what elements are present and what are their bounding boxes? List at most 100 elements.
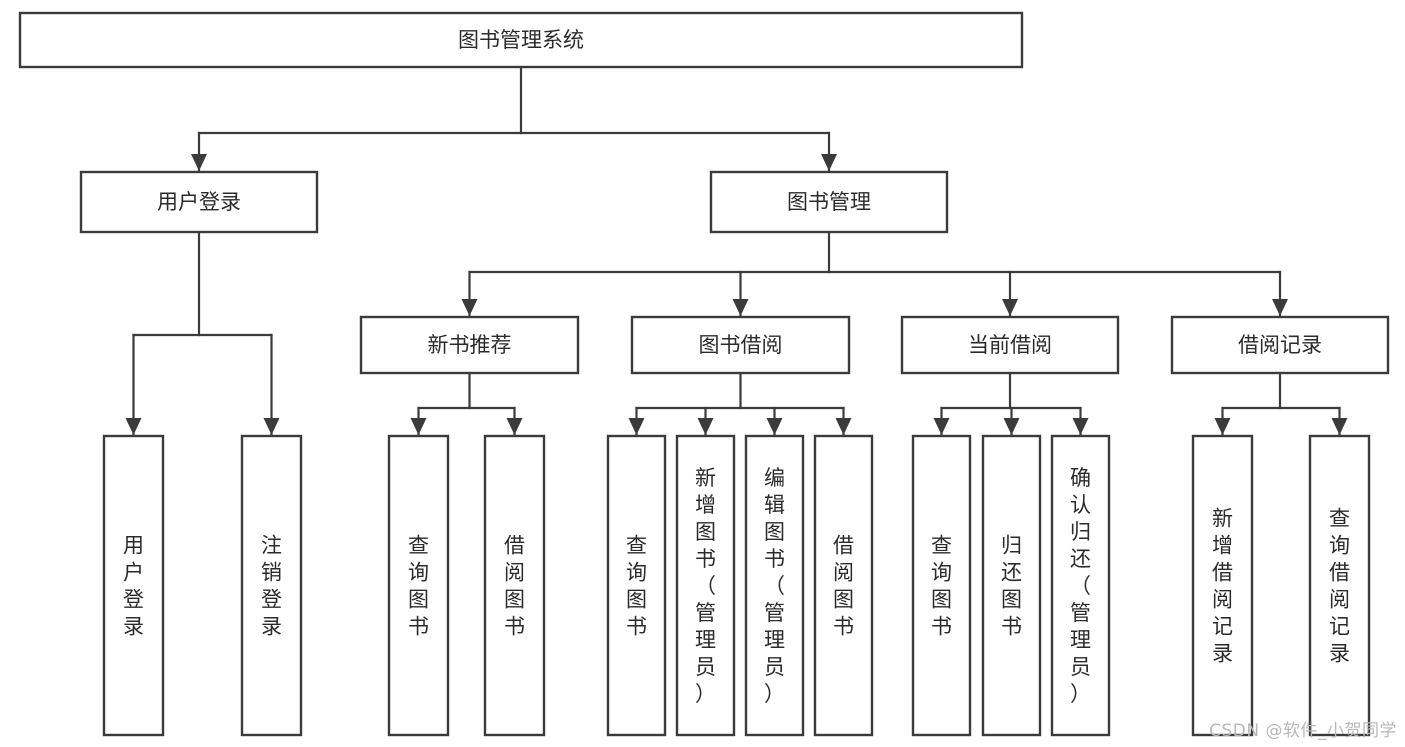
arrow-head-icon <box>1272 299 1288 316</box>
node-label-char: 认 <box>1070 493 1091 517</box>
node-label-char: ） <box>695 682 716 706</box>
node-box <box>240 434 303 737</box>
arrow-head-icon <box>125 418 142 435</box>
node-box <box>744 434 805 737</box>
arrow-head-icon <box>191 154 207 171</box>
node-label-char: 录 <box>1329 642 1350 666</box>
node-layer: 图书管理系统用户登录图书管理新书推荐图书借阅当前借阅借阅记录用户登录注销登录查询… <box>18 11 1390 737</box>
node-root[interactable]: 图书管理系统 <box>18 11 1024 69</box>
node-label-char: 图 <box>695 520 716 544</box>
node-box <box>813 434 874 737</box>
node-label-char: 询 <box>408 561 429 585</box>
node-label: 图书管理 <box>787 190 871 214</box>
connector-layer <box>125 65 1348 437</box>
node-box <box>483 434 546 737</box>
node-label-char: 管 <box>1070 601 1091 625</box>
node-borrow-record[interactable]: 借阅记录 <box>1170 315 1390 375</box>
csdn-watermark: CSDN @软件_小贺同学 <box>1209 721 1397 741</box>
node-box <box>79 170 319 234</box>
arrow-head-icon <box>506 418 523 435</box>
node-label-char: 图 <box>764 520 785 544</box>
node-label-char: 销 <box>261 561 282 585</box>
node-box <box>18 11 1024 69</box>
node-new-book-recommend[interactable]: 新书推荐 <box>359 315 580 375</box>
node-label-char: 归 <box>1001 534 1022 558</box>
node-label-char: ） <box>764 682 785 706</box>
node-book-borrow[interactable]: 图书借阅 <box>630 315 851 375</box>
node-current-borrow[interactable]: 当前借阅 <box>900 315 1120 375</box>
node-box <box>911 434 972 737</box>
node-label-char: 理 <box>695 628 716 652</box>
node-box <box>709 170 949 234</box>
arrow-head-icon <box>697 418 714 435</box>
node-label-char: 图 <box>1001 588 1022 612</box>
node-label-char: 书 <box>626 615 647 639</box>
node-label: 新书推荐 <box>428 333 512 357</box>
node-label-char: 书 <box>408 615 429 639</box>
node-label-char: 辑 <box>764 493 785 517</box>
node-label-char: 增 <box>695 493 716 517</box>
node-label: 图书管理系统 <box>458 28 584 52</box>
node-label-char: 注 <box>261 534 282 558</box>
node-label-char: 员 <box>764 655 785 679</box>
arrow-head-icon <box>933 418 950 435</box>
node-label-char: 户 <box>123 561 144 585</box>
arrow-head-icon <box>766 418 783 435</box>
node-user-login[interactable]: 用户登录 <box>79 170 319 234</box>
node-label-char: 确 <box>1070 466 1091 490</box>
node-box <box>1050 434 1111 737</box>
node-label-char: 增 <box>1212 534 1233 558</box>
node-box <box>981 434 1042 737</box>
arrow-head-icon <box>1331 418 1348 435</box>
node-label-char: 新 <box>1212 507 1233 531</box>
node-label-char: 录 <box>261 615 282 639</box>
arrow-head-icon <box>1072 418 1089 435</box>
node-box <box>1170 315 1390 375</box>
node-label: 图书借阅 <box>699 333 783 357</box>
node-label-char: ） <box>1070 682 1091 706</box>
node-label-char: （ <box>695 574 716 598</box>
arrow-head-icon <box>1214 418 1231 435</box>
node-book-manage[interactable]: 图书管理 <box>709 170 949 234</box>
node-label-char: 阅 <box>504 561 525 585</box>
node-label-char: 员 <box>1070 655 1091 679</box>
node-label-char: 阅 <box>1329 588 1350 612</box>
node-box <box>675 434 736 737</box>
node-label-char: 借 <box>1212 561 1233 585</box>
node-label-char: 录 <box>1212 642 1233 666</box>
node-label-char: 图 <box>626 588 647 612</box>
node-label-char: 记 <box>1329 615 1350 639</box>
node-label-char: 员 <box>695 655 716 679</box>
node-label-char: 查 <box>408 534 429 558</box>
node-label-char: 理 <box>1070 628 1091 652</box>
node-label-char: 图 <box>408 588 429 612</box>
node-box <box>102 434 165 737</box>
node-label-char: 查 <box>1329 507 1350 531</box>
node-label-char: 借 <box>1329 561 1350 585</box>
node-label-char: 用 <box>123 534 144 558</box>
node-label-char: 新 <box>695 466 716 490</box>
node-leaf-user-login[interactable]: 用户登录 <box>102 434 165 737</box>
node-label-char: 图 <box>833 588 854 612</box>
node-label-char: 书 <box>504 615 525 639</box>
node-label-char: （ <box>1070 574 1091 598</box>
node-label-char: 登 <box>261 588 282 612</box>
arrow-head-icon <box>1002 299 1018 316</box>
node-label-char: （ <box>764 574 785 598</box>
node-label-char: 还 <box>1001 561 1022 585</box>
node-label-char: 管 <box>695 601 716 625</box>
